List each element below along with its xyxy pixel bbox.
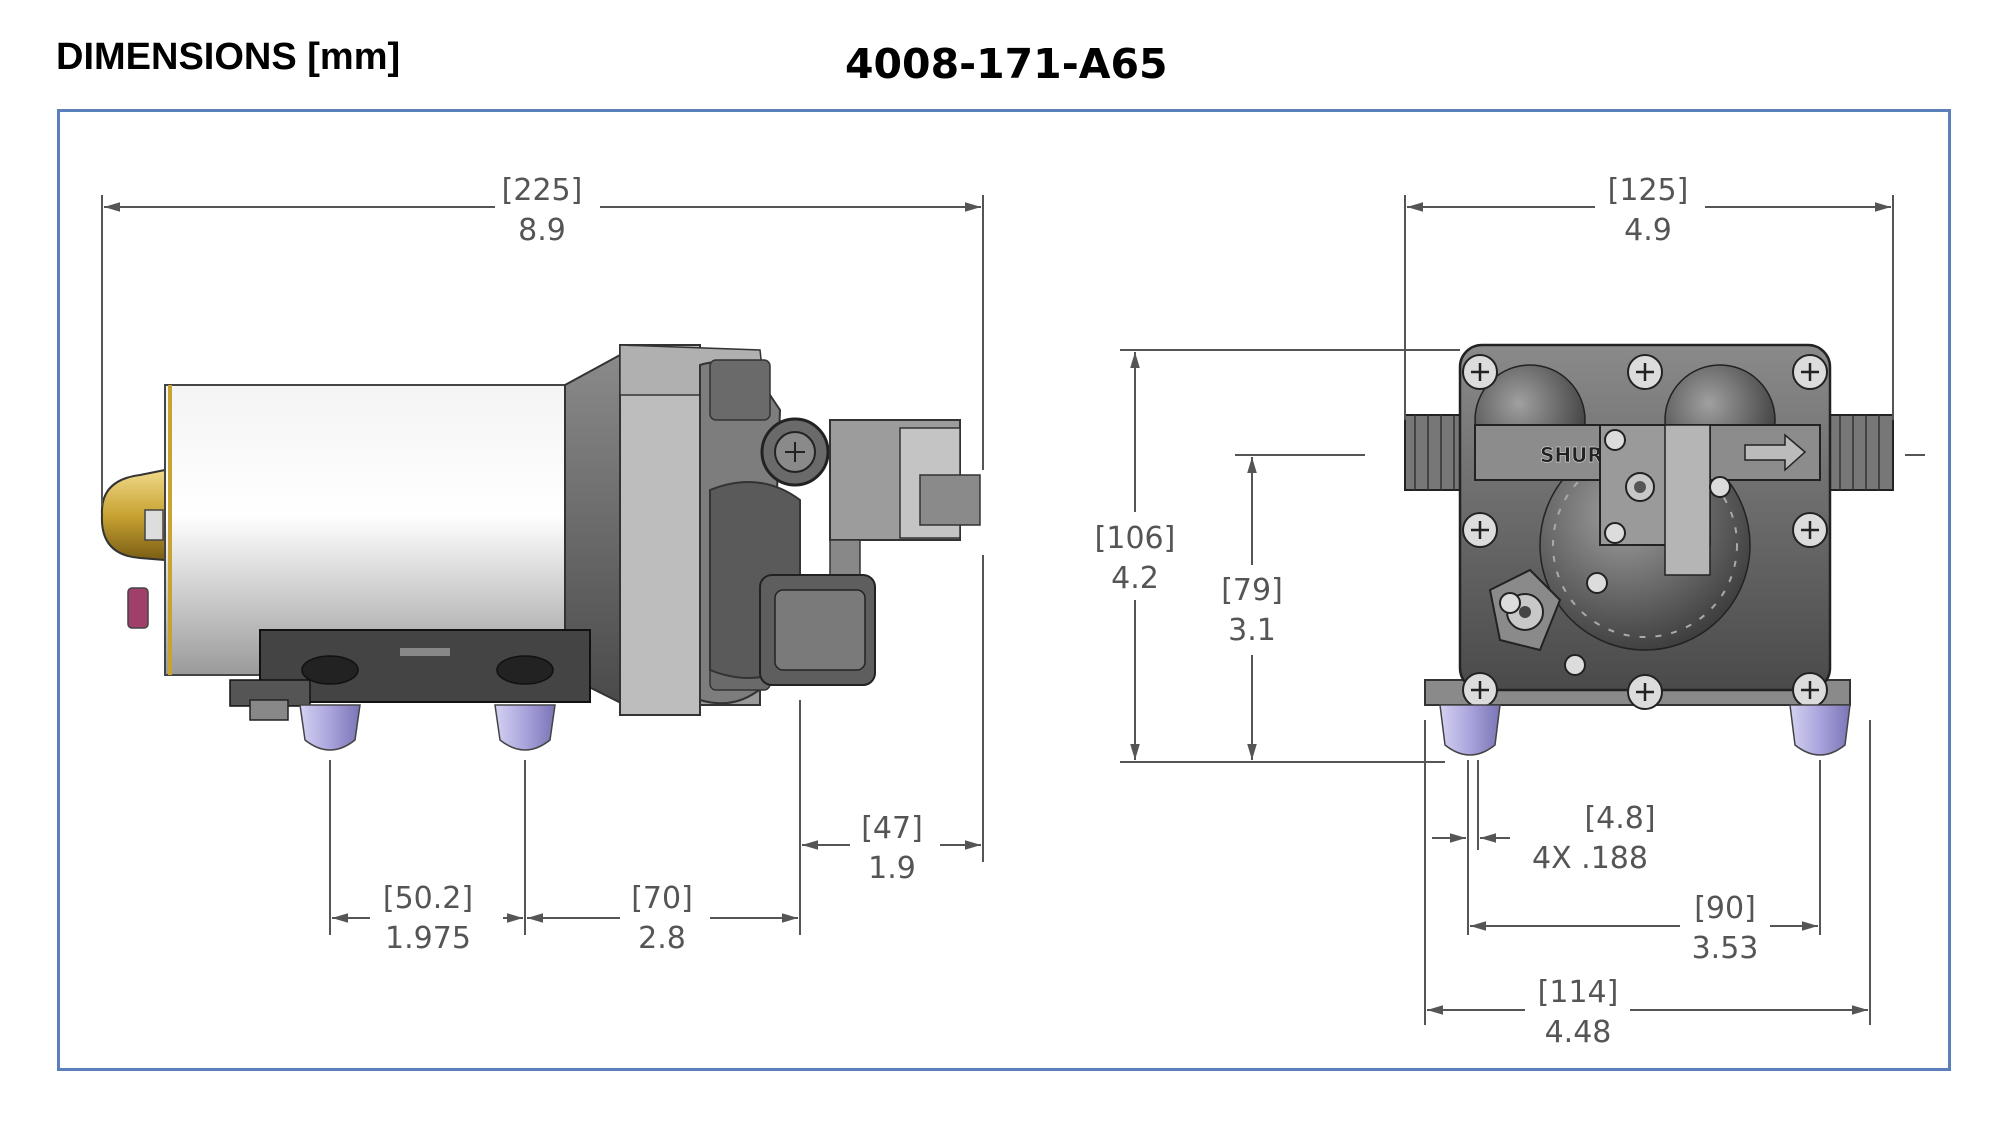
dim-hole-to-port-mm: [70] — [631, 881, 693, 916]
drawing-frame — [57, 109, 1951, 1071]
dim-overall-length-in: 8.9 — [518, 213, 566, 248]
end-view-pump: SHURflo — [1404, 343, 1894, 756]
dim-hole-to-port-in: 2.8 — [638, 921, 686, 956]
dim-port-to-end-in: 1.9 — [868, 851, 916, 886]
dim-base-width-mm: [114] — [1538, 975, 1619, 1010]
dim-base-width-in: 4.48 — [1545, 1015, 1612, 1050]
dim-mount-hole-spacing-mm: [50.2] — [383, 881, 473, 916]
dim-mount-spacing-mm: [90] — [1694, 891, 1756, 926]
dim-port-width-in: 4.9 — [1624, 213, 1672, 248]
section-title: DIMENSIONS [mm] — [56, 36, 401, 78]
dim-port-height-in: 3.1 — [1228, 613, 1276, 648]
dim-overall-height-mm: [106] — [1095, 521, 1176, 556]
dim-overall-length-mm: [225] — [502, 173, 583, 208]
dim-hole-diameter-mm: [4.8] — [1584, 801, 1655, 836]
end-view-dimensions — [1120, 195, 1925, 1025]
side-view-dimensions — [101, 195, 984, 935]
dim-port-to-end-mm: [47] — [861, 811, 923, 846]
dim-overall-height-in: 4.2 — [1111, 561, 1159, 596]
side-view-pump — [100, 344, 981, 751]
dim-mount-spacing-in: 3.53 — [1692, 931, 1759, 966]
part-number: 4008-171-A65 — [845, 40, 1168, 88]
dim-mount-hole-spacing-in: 1.975 — [385, 921, 471, 956]
dim-hole-diameter-in: 4X .188 — [1532, 841, 1648, 876]
dim-port-height-mm: [79] — [1221, 573, 1283, 608]
dim-port-width-mm: [125] — [1608, 173, 1689, 208]
